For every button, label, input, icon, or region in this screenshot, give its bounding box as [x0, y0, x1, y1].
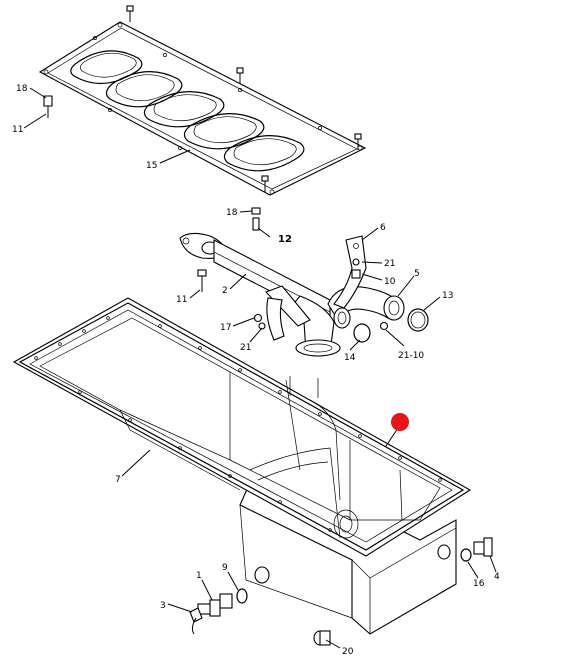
callout-11-top: 11 [12, 125, 23, 135]
callout-4: 4 [494, 572, 500, 582]
callout-3: 3 [160, 601, 166, 611]
leader-lines [23, 87, 497, 649]
callout-7: 7 [115, 475, 121, 485]
callout-21-10: 21-10 [398, 351, 424, 361]
callout-9: 9 [222, 563, 228, 573]
callout-11-mid: 11 [176, 295, 187, 305]
fasteners [43, 95, 493, 646]
callout-21-right: 21 [384, 259, 395, 269]
callout-2: 2 [222, 286, 228, 296]
callout-6: 6 [380, 223, 386, 233]
callout-18-mid: 18 [226, 208, 238, 218]
callout-21-left: 21 [240, 343, 251, 353]
callout-17: 17 [220, 323, 231, 333]
callout-18-top: 18 [16, 84, 28, 94]
callout-20: 20 [342, 647, 354, 657]
callout-12: 12 [278, 234, 292, 245]
callout-14: 14 [344, 353, 356, 363]
callout-1: 1 [196, 571, 202, 581]
callout-13: 13 [442, 291, 453, 301]
highlight-marker [391, 413, 409, 431]
callout-5: 5 [414, 269, 420, 279]
callout-16: 16 [473, 579, 485, 589]
gasket-plate [38, 5, 367, 196]
callout-10: 10 [384, 277, 396, 287]
oil-pan [12, 297, 472, 635]
callout-15: 15 [146, 161, 157, 171]
callout-labels: 18 11 15 18 12 6 21 10 5 13 11 2 17 21 1… [12, 84, 500, 657]
suction-tube-assembly [179, 232, 397, 357]
